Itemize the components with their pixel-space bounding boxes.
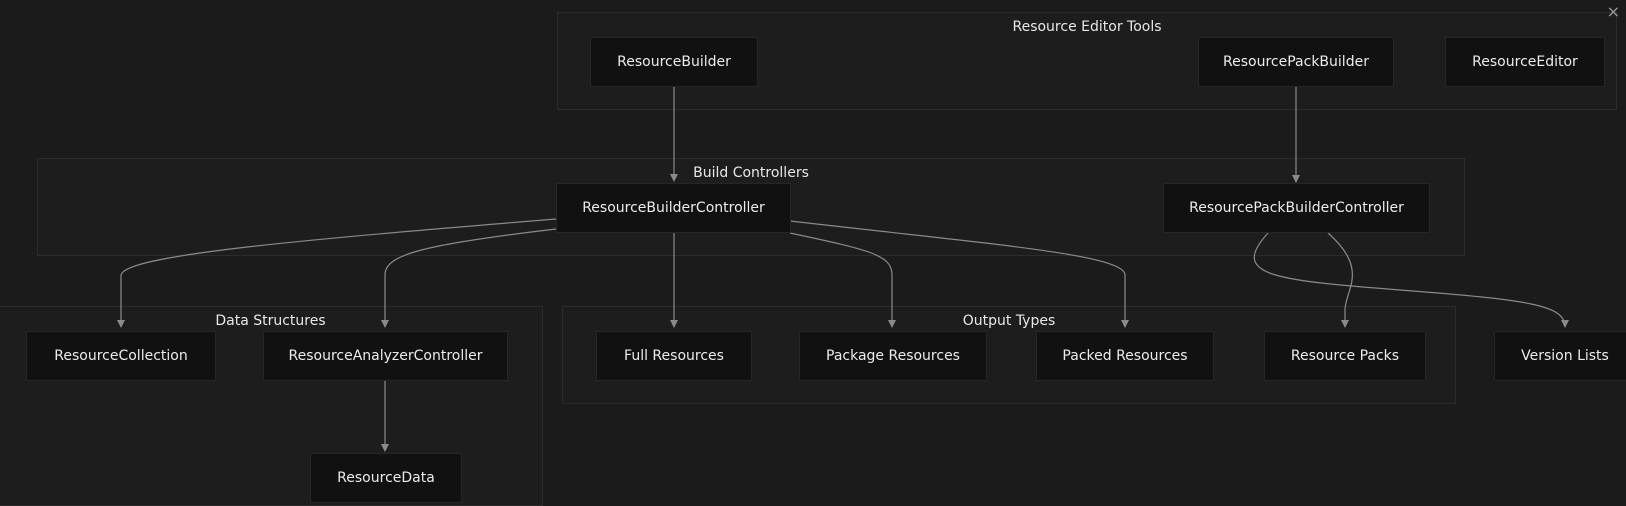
node-resource-data[interactable]: ResourceData [310, 453, 462, 503]
cluster-title: Resource Editor Tools [1012, 19, 1162, 35]
node-resource-builder-controller[interactable]: ResourceBuilderController [556, 183, 791, 233]
cluster-title: Data Structures [215, 313, 326, 329]
node-version-lists[interactable]: Version Lists [1494, 331, 1626, 381]
node-resource-pack-builder[interactable]: ResourcePackBuilder [1198, 37, 1394, 87]
node-packed-resources[interactable]: Packed Resources [1036, 331, 1214, 381]
node-resource-editor[interactable]: ResourceEditor [1445, 37, 1605, 87]
node-resource-pack-builder-controller[interactable]: ResourcePackBuilderController [1163, 183, 1430, 233]
node-package-resources[interactable]: Package Resources [799, 331, 987, 381]
cluster-title: Output Types [962, 313, 1056, 329]
node-full-resources[interactable]: Full Resources [596, 331, 752, 381]
cluster-title: Build Controllers [693, 165, 809, 181]
node-resource-packs[interactable]: Resource Packs [1264, 331, 1426, 381]
node-resource-analyzer-controller[interactable]: ResourceAnalyzerController [263, 331, 508, 381]
node-resource-collection[interactable]: ResourceCollection [26, 331, 216, 381]
node-resource-builder[interactable]: ResourceBuilder [590, 37, 758, 87]
close-icon[interactable]: × [1606, 2, 1620, 21]
